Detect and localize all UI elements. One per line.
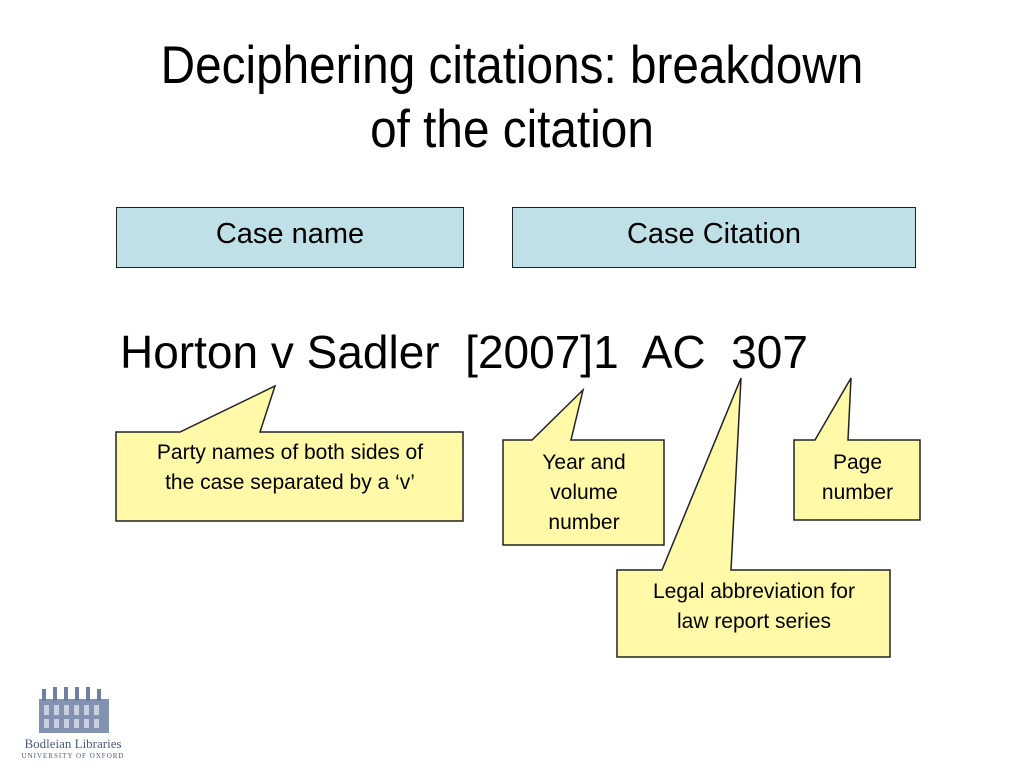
citation-report-series: AC xyxy=(641,326,706,378)
citation-line: Horton v Sadler [2007]1 AC 307 xyxy=(120,322,808,382)
slide-title: Deciphering citations: breakdown of the … xyxy=(51,34,973,162)
callout-page-line-2: number xyxy=(821,481,894,504)
case-citation-box: Case Citation xyxy=(512,207,916,268)
bodleian-logo: Bodleian Libraries UNIVERSITY OF OXFORD xyxy=(6,683,134,765)
citation-case-name: Horton v Sadler xyxy=(120,326,440,378)
slide-title-line-2: of the citation xyxy=(370,100,654,159)
bodleian-logo-name: Bodleian Libraries xyxy=(24,736,122,751)
callout-party-names-line-2: the case separated by a ‘v’ xyxy=(165,471,415,494)
callout-report-series-line-2: law report series xyxy=(676,610,832,633)
citation-page: 307 xyxy=(731,326,808,378)
callout-page-shape xyxy=(793,377,921,521)
case-name-label: Case name xyxy=(215,218,365,250)
callout-party-names-line-1: Party names of both sides of xyxy=(156,441,424,464)
slide-title-line-1: Deciphering citations: breakdown xyxy=(160,36,864,95)
callout-year-volume-shape xyxy=(502,387,665,546)
callout-year-volume-line-3: number xyxy=(548,511,620,534)
callout-party-names-shape xyxy=(115,384,464,522)
citation-year-volume: [2007]1 xyxy=(465,326,619,378)
callout-party-names: Party names of both sides of the case se… xyxy=(116,438,464,498)
callout-year-volume-line-1: Year and xyxy=(542,451,626,474)
bodleian-building-icon xyxy=(39,687,109,733)
callout-page: Page number xyxy=(794,448,921,508)
callout-year-volume-line-2: volume xyxy=(550,481,618,504)
callout-page-line-1: Page xyxy=(832,451,883,474)
callout-report-series: Legal abbreviation for law report series xyxy=(617,577,891,637)
callout-report-series-line-1: Legal abbreviation for xyxy=(653,580,855,603)
bodleian-logo-subtitle: UNIVERSITY OF OXFORD xyxy=(21,752,125,760)
case-citation-label: Case Citation xyxy=(626,218,802,250)
callout-year-volume: Year and volume number xyxy=(503,448,665,538)
callout-report-series-shape xyxy=(616,377,891,658)
case-name-box: Case name xyxy=(116,207,464,268)
